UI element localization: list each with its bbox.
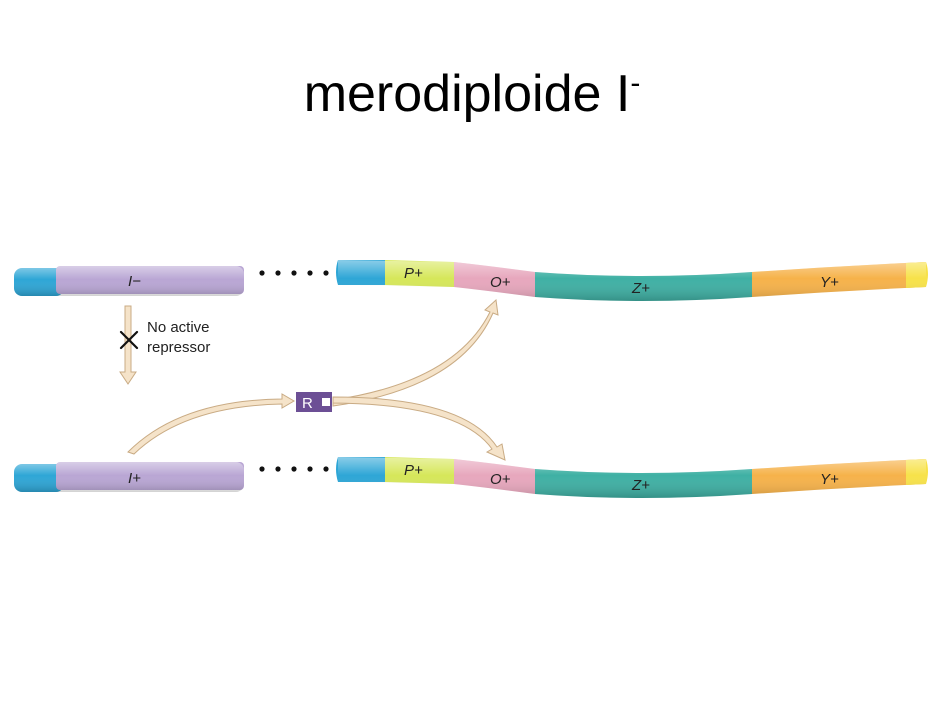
top-chromosome: I− P+ O+ Z+ Y+ (14, 260, 928, 301)
i-plus-to-repressor-arrow (127, 393, 295, 455)
top-z-label: Z+ (631, 280, 650, 297)
repressor-protein: R (296, 392, 332, 412)
top-y-label: Y+ (820, 274, 839, 291)
blocked-arrow (119, 305, 139, 385)
repressor-arrows (127, 298, 506, 461)
cross-mark-icon (119, 330, 139, 350)
repressor-to-bottom-operator-arrow (332, 396, 506, 461)
title-superscript: - (630, 66, 641, 100)
bottom-operon (336, 457, 928, 498)
top-linker-dots (259, 270, 329, 276)
repressor-label: R (302, 395, 313, 412)
top-p-label: P+ (404, 265, 423, 282)
bottom-linker-dots (259, 466, 329, 472)
repressor-to-top-operator-arrow (332, 298, 499, 407)
top-regulator-label: I− (128, 273, 141, 290)
top-operon (336, 260, 928, 301)
bottom-chromosome: I+ P+ O+ Z+ Y+ (14, 457, 928, 498)
bottom-p-label: P+ (404, 462, 423, 479)
title-text: merodiploide I (303, 65, 631, 123)
bottom-regulator-label: I+ (128, 470, 141, 487)
slide-title: merodiploide I- (0, 65, 944, 123)
bottom-z-label: Z+ (631, 477, 650, 494)
bottom-i-gene-fragment (14, 462, 244, 492)
top-i-gene-fragment (14, 266, 244, 296)
bottom-y-label: Y+ (820, 471, 839, 488)
annotation-line-1: No active (147, 319, 210, 336)
bottom-o-label: O+ (490, 471, 511, 488)
annotation-line-2: repressor (147, 339, 210, 356)
top-o-label: O+ (490, 274, 511, 291)
